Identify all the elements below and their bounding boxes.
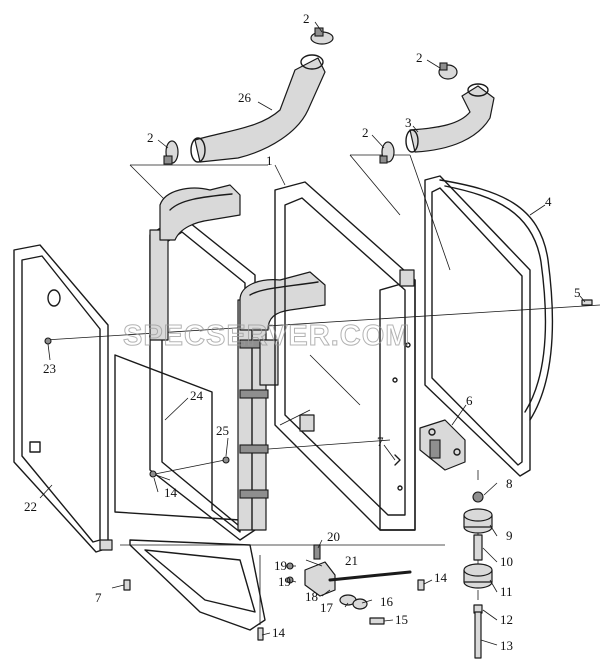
part-6-bracket [419, 419, 466, 471]
leader-lines [39, 21, 586, 646]
part-2-clamp-right-top [438, 62, 458, 80]
part-22-rear-frame [13, 244, 113, 553]
callout-24: 24 [190, 388, 204, 403]
callout-22: 22 [24, 499, 37, 514]
callout-4: 4 [545, 194, 552, 209]
part-1-frame [274, 181, 416, 531]
callout-11: 11 [500, 584, 513, 599]
callout-14: 14 [272, 625, 286, 640]
callout-19: 19 [274, 558, 287, 573]
callout-2: 2 [303, 11, 310, 26]
callout-1: 1 [266, 153, 273, 168]
part-3-lower-hose [405, 83, 495, 153]
part-2-clamp-left [163, 140, 179, 165]
callout-2: 2 [362, 125, 369, 140]
callout-9: 9 [506, 528, 513, 543]
callout-14: 14 [434, 570, 448, 585]
callout-3: 3 [405, 115, 412, 130]
part-2-clamp-top [310, 27, 334, 45]
watermark: SPECSERVER.COM [123, 320, 410, 352]
callout-5: 5 [574, 285, 581, 300]
callout-20: 20 [327, 529, 340, 544]
callout-7: 7 [95, 590, 102, 605]
callout-16: 16 [380, 594, 394, 609]
callout-14: 14 [164, 485, 178, 500]
part-26-upper-hose [190, 54, 326, 163]
part-24-cover-plate [114, 354, 266, 631]
callout-26: 26 [238, 90, 252, 105]
callout-7: 7 [377, 434, 384, 449]
callout-2: 2 [416, 50, 423, 65]
radiator-core [149, 184, 326, 541]
callout-13: 13 [500, 638, 513, 653]
callout-6: 6 [466, 393, 473, 408]
callout-10: 10 [500, 554, 513, 569]
callout-18: 18 [305, 589, 318, 604]
callout-19: 19 [278, 574, 291, 589]
callout-23: 23 [43, 361, 56, 376]
part-2-clamp-right [379, 141, 395, 164]
callout-8: 8 [506, 476, 513, 491]
callout-21: 21 [345, 553, 358, 568]
callout-labels: 1 2 2 2 2 3 4 5 6 7 7 8 9 10 11 12 13 14… [24, 11, 581, 653]
part-4-fan-shroud [424, 175, 554, 477]
rod-bracket-assembly [44, 299, 593, 641]
callout-15: 15 [395, 612, 408, 627]
assembly-guide-lines [44, 154, 601, 625]
callout-17: 17 [320, 600, 334, 615]
callout-12: 12 [500, 612, 513, 627]
mount-stack [463, 491, 493, 659]
callout-2: 2 [147, 130, 154, 145]
callout-25: 25 [216, 423, 229, 438]
